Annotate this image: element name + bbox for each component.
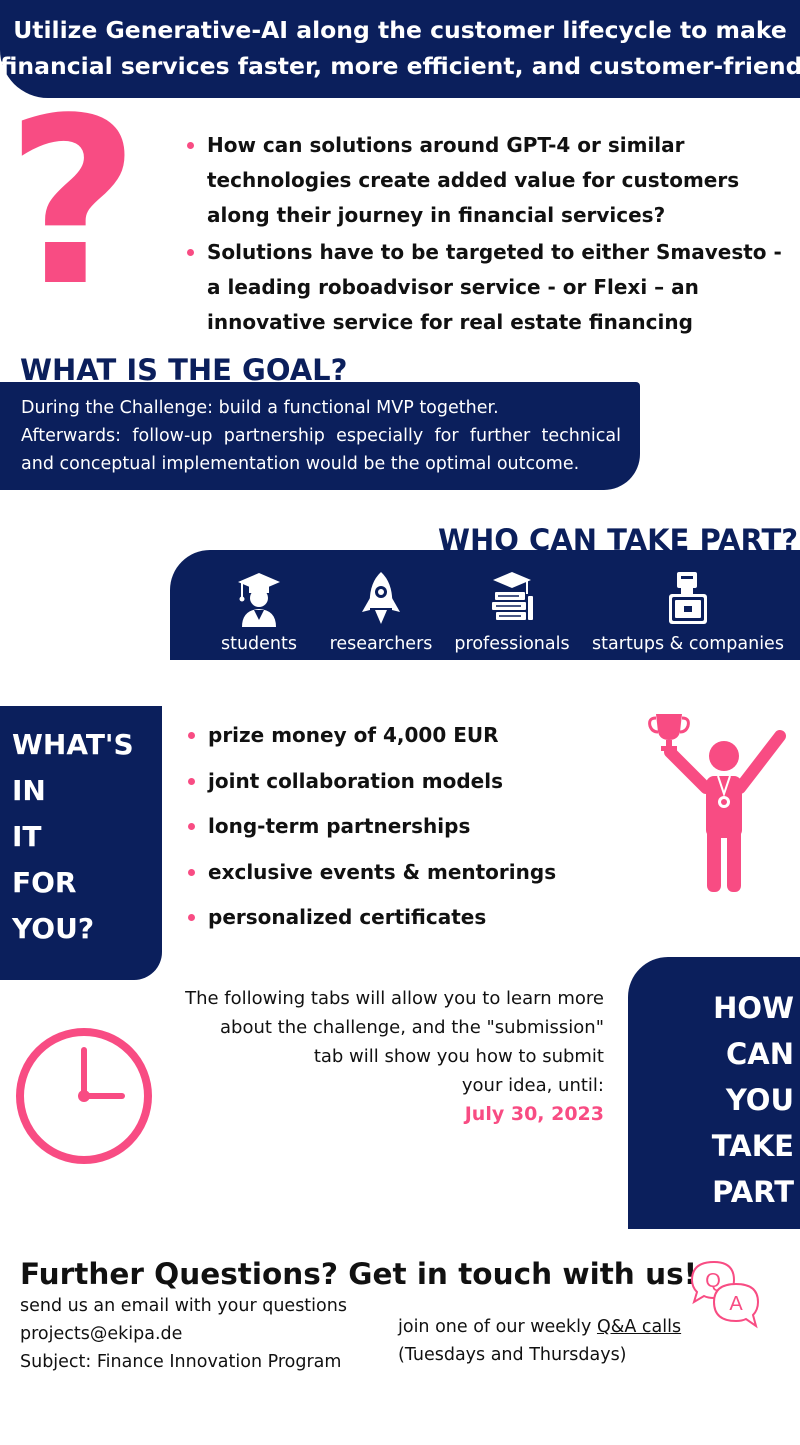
benefit-item: exclusive events & mentorings	[186, 853, 556, 891]
group-students: students	[212, 550, 306, 660]
graduate-icon	[238, 573, 280, 627]
question-mark-icon: ?	[6, 70, 140, 337]
how-description: The following tabs will allow you to lea…	[140, 984, 604, 1129]
call-days: (Tuesdays and Thursdays)	[398, 1345, 627, 1365]
goal-line-1: During the Challenge: build a functional…	[21, 398, 499, 418]
contact-call-block: join one of our weekly Q&A calls (Tuesda…	[398, 1313, 681, 1369]
contact-email-block: send us an email with your questions pro…	[20, 1292, 347, 1376]
intro-bullet: Solutions have to be targeted to either …	[185, 235, 785, 340]
group-label: startups & companies	[592, 634, 784, 654]
group-label: researchers	[329, 634, 433, 654]
benefits-title-line: WHAT'S	[12, 728, 134, 761]
benefits-title-line: YOU?	[12, 912, 95, 945]
qa-a-letter: A	[729, 1293, 743, 1315]
how-title-box: HOW CAN YOU TAKE PART	[628, 957, 800, 1229]
intro-bullet: How can solutions around GPT-4 or simila…	[185, 128, 785, 233]
benefit-item: long-term partnerships	[186, 807, 556, 845]
benefits-title-line: IN	[12, 774, 46, 807]
header-banner: Utilize Generative-AI along the customer…	[0, 0, 800, 98]
how-title-line: CAN	[726, 1037, 794, 1071]
how-text-line: about the challenge, and the "submission…	[219, 1017, 604, 1038]
qa-calls-link[interactable]: Q&A calls	[596, 1317, 682, 1337]
header-line-2: financial services faster, more efficien…	[0, 52, 800, 80]
group-professionals: professionals	[452, 550, 572, 660]
benefits-list: prize money of 4,000 EUR joint collabora…	[186, 716, 556, 936]
email-subject: Subject: Finance Innovation Program	[20, 1352, 342, 1372]
who-box: students researchers professionals	[170, 550, 800, 660]
group-startups-companies: startups & companies	[586, 550, 790, 660]
briefcase-icon	[669, 572, 707, 624]
benefit-item: personalized certificates	[186, 898, 556, 936]
call-prefix: join one of our weekly	[398, 1317, 597, 1337]
books-icon	[492, 572, 533, 620]
qa-q-letter: Q	[705, 1270, 721, 1292]
group-researchers: researchers	[324, 550, 438, 660]
benefits-title-box: WHAT'S IN IT FOR YOU?	[0, 706, 162, 980]
email-address[interactable]: projects@ekipa.de	[20, 1324, 183, 1344]
benefit-item: joint collaboration models	[186, 762, 556, 800]
how-text-line: your idea, until:	[461, 1075, 604, 1096]
rocket-icon	[362, 572, 400, 624]
benefits-title-line: IT	[12, 820, 42, 853]
header-line-1: Utilize Generative-AI along the customer…	[13, 16, 787, 44]
how-text-line: tab will show you how to submit	[313, 1046, 604, 1067]
benefits-title-line: FOR	[12, 866, 77, 899]
goal-line-3: and conceptual implementation would be t…	[21, 454, 580, 474]
who-title: WHO CAN TAKE PART?	[438, 523, 799, 554]
how-title-line: PART	[712, 1175, 794, 1209]
how-title-line: TAKE	[711, 1129, 794, 1163]
contact-title: Further Questions? Get in touch with us!	[20, 1257, 698, 1291]
goal-line-2: Afterwards: follow-up partnership especi…	[21, 426, 621, 446]
how-text-line: The following tabs will allow you to lea…	[185, 988, 604, 1009]
qa-bubbles-icon: Q A	[690, 1260, 760, 1329]
goal-title: WHAT IS THE GOAL?	[20, 353, 348, 384]
deadline-date: July 30, 2023	[464, 1103, 604, 1125]
winner-trophy-icon	[648, 714, 786, 892]
email-intro: send us an email with your questions	[20, 1296, 347, 1316]
how-title-line: HOW	[713, 991, 794, 1025]
clock-icon	[16, 1028, 152, 1164]
call-invite: join one of our weekly Q&A calls	[398, 1313, 681, 1341]
benefit-item: prize money of 4,000 EUR	[186, 716, 556, 754]
intro-bullet-list: How can solutions around GPT-4 or simila…	[185, 128, 785, 340]
goal-box: During the Challenge: build a functional…	[0, 382, 640, 490]
how-title-line: YOU	[725, 1083, 794, 1117]
group-label: professionals	[454, 634, 570, 654]
group-label: students	[220, 634, 297, 654]
